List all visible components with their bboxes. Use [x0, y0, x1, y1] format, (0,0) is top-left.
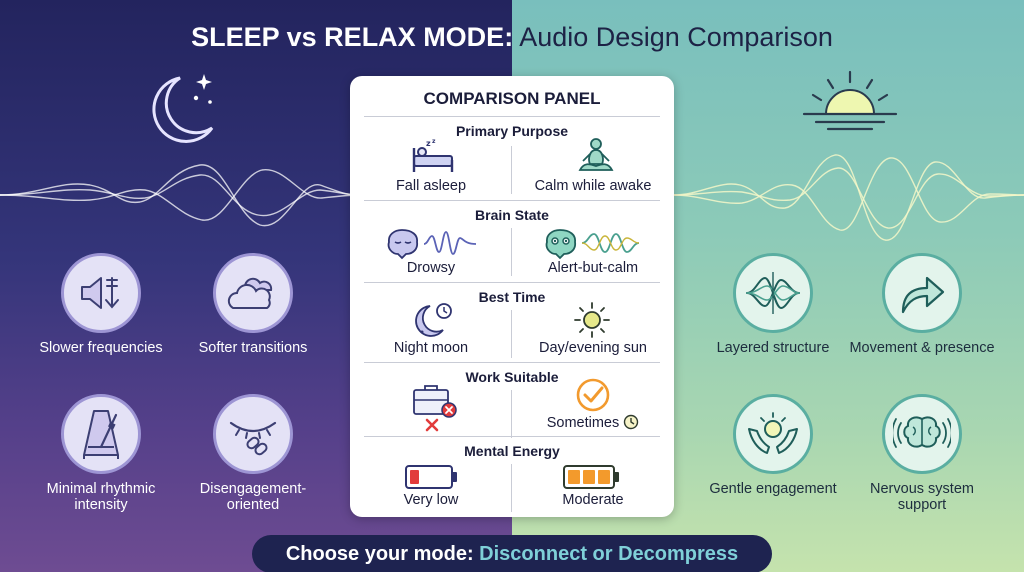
feature-label: Layered structure [716, 340, 830, 356]
panel-title: COMPARISON PANEL [423, 89, 601, 108]
feature-softer-transitions: Softer transitions [178, 253, 328, 356]
sun-rising-icon [802, 70, 898, 131]
divider [364, 282, 660, 283]
metronome-icon [83, 410, 119, 459]
alert-calm-brain-icon [545, 229, 640, 260]
feature-disengagement-oriented: Disengagement-oriented [178, 394, 328, 513]
feature-label: Slower frequencies [39, 340, 163, 356]
work-suitable-relax-label: Sometimes [546, 415, 620, 431]
banner-option-disconnect: Disconnect [479, 543, 587, 565]
section-title-best-time: Best Time [478, 289, 546, 305]
feature-label: Gentle engagement [709, 481, 837, 497]
drowsy-brain-icon [387, 229, 477, 260]
mode-choice-banner: Choose your mode: Disconnect or Decompre… [252, 535, 772, 572]
column-divider [511, 390, 512, 438]
sound-waves [0, 154, 1024, 241]
moon-clock-icon [415, 303, 452, 337]
column-divider [511, 464, 512, 512]
sun-icon [574, 302, 610, 338]
banner-connector: or [592, 543, 613, 565]
work-suitable-relax: Sometimes [512, 414, 674, 431]
purpose-sleep: Fall asleep [395, 178, 467, 194]
section-title-brain-state: Brain State [475, 207, 549, 223]
svg-text:z: z [432, 138, 436, 145]
meditation-icon [578, 138, 614, 171]
svg-text:z: z [426, 139, 431, 148]
brain-state-sleep: Drowsy [406, 260, 456, 276]
divider [364, 362, 660, 363]
column-divider [511, 310, 512, 358]
closed-eye-link-icon [229, 421, 277, 456]
hands-sun-icon [748, 412, 798, 454]
briefcase-no-icon [413, 385, 457, 432]
comparison-panel: COMPARISON PANEL Primary Purpose z z Fal… [350, 76, 674, 517]
feature-label: Movement & presence [849, 340, 995, 356]
feature-gentle-engagement: Gentle engagement [698, 394, 848, 497]
feature-label: Softer transitions [198, 340, 308, 356]
clouds-icon [227, 277, 273, 309]
feature-circle [733, 253, 813, 333]
banner-option-decompress: Decompress [618, 543, 739, 565]
moon-stars-icon [152, 74, 214, 143]
clock-icon [624, 414, 639, 430]
curved-arrow-icon [901, 276, 945, 314]
relax-wave [673, 154, 1024, 241]
feature-circle [61, 253, 141, 333]
divider [364, 436, 660, 437]
feature-circle [882, 394, 962, 474]
feature-circle [213, 253, 293, 333]
feature-circle [213, 394, 293, 474]
section-title-mental-energy: Mental Energy [464, 443, 560, 459]
feature-circle [61, 394, 141, 474]
best-time-relax: Day/evening sun [538, 340, 647, 356]
column-divider [511, 146, 512, 194]
title-regular: Audio Design Comparison [519, 22, 833, 52]
section-title-primary-purpose: Primary Purpose [455, 123, 569, 139]
page-title: SLEEP vs RELAX MODE: Audio Design Compar… [0, 22, 1024, 53]
banner-prefix: Choose your mode: [285, 543, 474, 565]
divider [364, 200, 660, 201]
column-divider [511, 228, 512, 276]
feature-movement-presence: Movement & presence [847, 253, 997, 356]
checkmark-icon [576, 378, 610, 412]
brain-waves-icon [893, 416, 951, 448]
divider [364, 116, 660, 117]
feature-label: Minimal rhythmic intensity [46, 481, 156, 513]
feature-nervous-system-support: Nervous system support [847, 394, 997, 513]
bed-sleeping-icon: z z [412, 138, 454, 172]
mental-energy-relax: Moderate [562, 492, 624, 508]
best-time-sleep: Night moon [393, 340, 469, 356]
battery-moderate-icon [563, 465, 619, 489]
speaker-down-icon [81, 277, 119, 309]
brain-state-relax: Alert-but-calm [547, 260, 639, 276]
sleep-wave [0, 164, 361, 227]
feature-layered-structure: Layered structure [698, 253, 848, 356]
title-bold: SLEEP vs RELAX MODE: [191, 22, 514, 52]
purpose-relax: Calm while awake [534, 178, 652, 194]
feature-circle [733, 394, 813, 474]
section-title-work-suitable: Work Suitable [465, 369, 559, 385]
mental-energy-sleep: Very low [403, 492, 459, 508]
battery-low-icon [405, 465, 457, 489]
feature-label: Disengagement-oriented [199, 481, 307, 513]
feature-label: Nervous system support [870, 481, 974, 513]
feature-slower-frequencies: Slower frequencies [26, 253, 176, 356]
feature-circle [882, 253, 962, 333]
feature-minimal-rhythmic-intensity: Minimal rhythmic intensity [26, 394, 176, 513]
layered-waves-icon [746, 272, 800, 314]
